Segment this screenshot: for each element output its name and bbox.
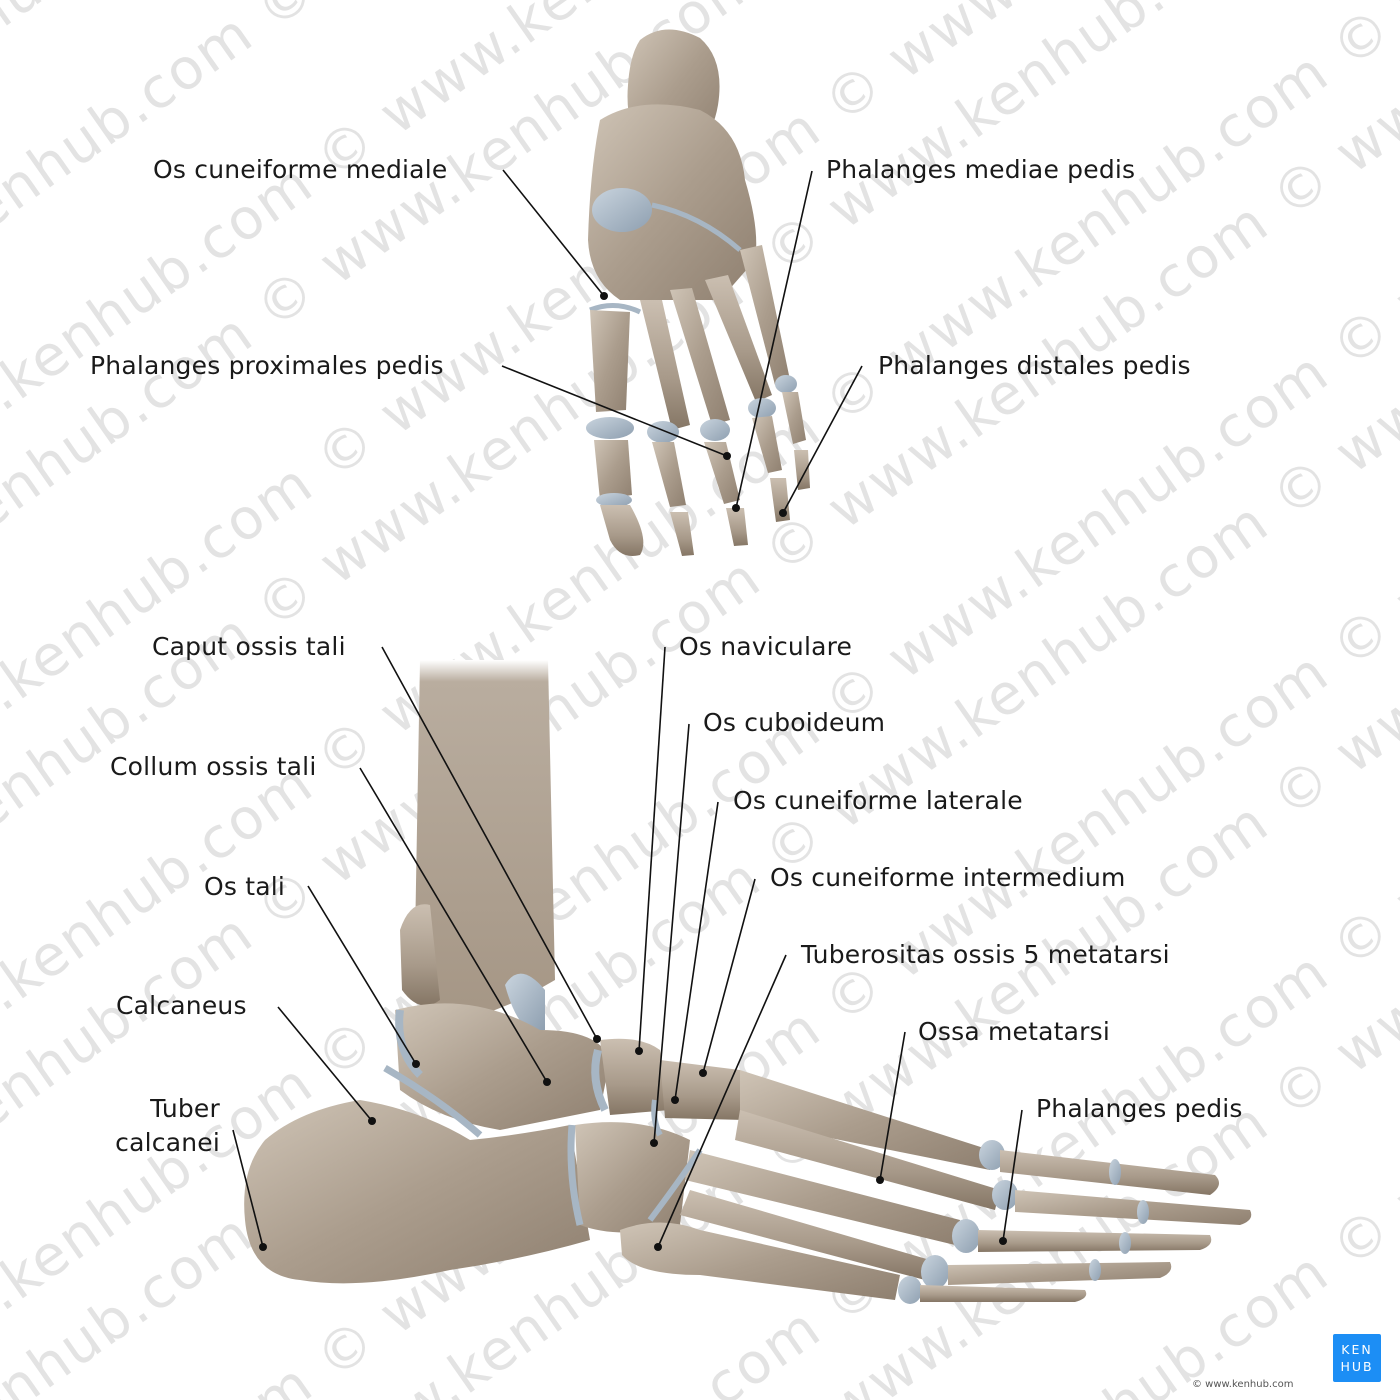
label-phalanges-proximales-pedis: Phalanges proximales pedis xyxy=(90,351,444,380)
pointer-dot-phalanges-pedis xyxy=(999,1237,1007,1245)
label-os-naviculare: Os naviculare xyxy=(679,632,853,661)
leader-line-phalanges-pedis xyxy=(1002,1109,1023,1242)
pointer-dot-phalanges-proximales-pedis xyxy=(723,452,731,460)
label-phalanges-pedis: Phalanges pedis xyxy=(1036,1094,1243,1123)
leader-line-calcaneus xyxy=(277,1006,373,1122)
leader-line-os-tali xyxy=(307,885,417,1065)
pointer-dot-os-cuneiforme-mediale xyxy=(600,292,608,300)
label-os-cuneiforme-mediale: Os cuneiforme mediale xyxy=(153,155,448,184)
label-phalanges-mediae-pedis: Phalanges mediae pedis xyxy=(826,155,1136,184)
logo-line-2: HUB xyxy=(1340,1359,1374,1374)
leader-line-os-cuneiforme-intermedium xyxy=(702,878,756,1074)
pointer-dot-tuberositas-ossis-5-metatarsi xyxy=(654,1243,662,1251)
pointer-dot-phalanges-distales-pedis xyxy=(779,509,787,517)
leader-line-os-cuboideum xyxy=(653,723,690,1144)
leader-line-phalanges-mediae-pedis xyxy=(735,170,813,509)
leader-line-caput-ossis-tali xyxy=(381,646,598,1040)
leader-line-tuberositas-ossis-5-metatarsi xyxy=(657,954,787,1248)
pointer-dot-caput-ossis-tali xyxy=(593,1035,601,1043)
pointer-dot-os-cuneiforme-laterale xyxy=(671,1096,679,1104)
label-collum-ossis-tali: Collum ossis tali xyxy=(110,752,317,781)
bottom-foot-bones xyxy=(244,660,1252,1304)
label-os-cuneiforme-intermedium: Os cuneiforme intermedium xyxy=(770,863,1126,892)
pointer-dot-os-naviculare xyxy=(635,1047,643,1055)
kenhub-logo[interactable]: KEN HUB xyxy=(1333,1334,1381,1382)
copyright-text: © www.kenhub.com xyxy=(1192,1379,1294,1390)
pointer-dot-tuber-calcanei xyxy=(259,1243,267,1251)
label-phalanges-distales-pedis: Phalanges distales pedis xyxy=(878,351,1191,380)
pointer-dot-os-tali xyxy=(412,1060,420,1068)
leader-lines xyxy=(232,169,1023,1251)
leader-line-os-cuneiforme-mediale xyxy=(502,169,605,297)
label-ossa-metatarsi: Ossa metatarsi xyxy=(918,1017,1111,1046)
label-calcaneus: Calcaneus xyxy=(116,991,247,1020)
label-os-cuneiforme-laterale: Os cuneiforme laterale xyxy=(733,786,1023,815)
leader-line-ossa-metatarsi xyxy=(879,1031,906,1181)
top-foot-bones xyxy=(586,29,810,556)
leader-line-phalanges-proximales-pedis xyxy=(501,365,728,457)
leader-line-os-cuneiforme-laterale xyxy=(674,801,719,1101)
logo-line-1: KEN xyxy=(1341,1342,1373,1357)
pointer-dot-phalanges-mediae-pedis xyxy=(732,504,740,512)
leader-line-os-naviculare xyxy=(638,646,666,1052)
leader-line-collum-ossis-tali xyxy=(359,767,548,1083)
pointer-dot-ossa-metatarsi xyxy=(876,1176,884,1184)
pointer-dot-os-cuboideum xyxy=(650,1139,658,1147)
label-tuberositas-ossis-5-metatarsi: Tuberositas ossis 5 metatarsi xyxy=(801,940,1170,969)
pointer-dot-calcaneus xyxy=(368,1117,376,1125)
label-os-cuboideum: Os cuboideum xyxy=(703,708,886,737)
leader-line-phalanges-distales-pedis xyxy=(782,365,863,514)
pointer-dot-collum-ossis-tali xyxy=(543,1078,551,1086)
label-caput-ossis-tali: Caput ossis tali xyxy=(152,632,346,661)
label-os-tali: Os tali xyxy=(204,872,286,901)
pointer-dot-os-cuneiforme-intermedium xyxy=(699,1069,707,1077)
leader-line-tuber-calcanei xyxy=(232,1129,264,1248)
